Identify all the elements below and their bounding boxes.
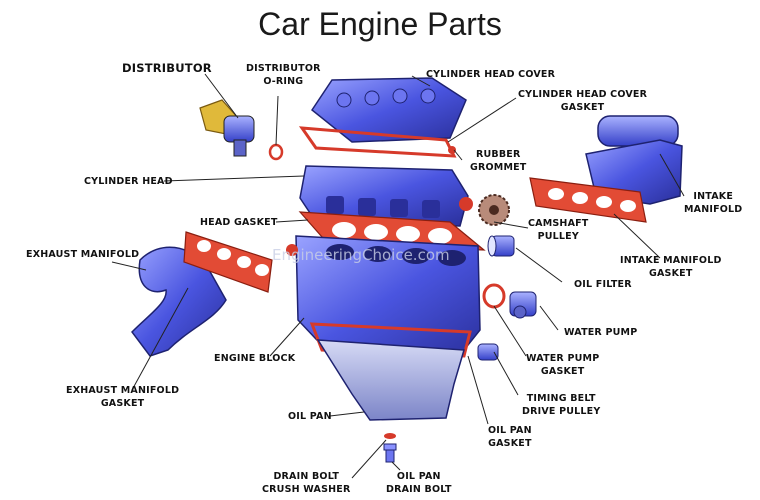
label-intake-manifold: INTAKE MANIFOLD <box>684 191 743 215</box>
exhaust-gasket-holes <box>197 240 269 276</box>
cylinder-head-cover-part <box>310 77 467 143</box>
timing-belt-drive-pulley-part <box>477 343 499 361</box>
label-oil-pan-drain-bolt: OIL PAN DRAIN BOLT <box>386 471 452 495</box>
cylinder-head-part <box>299 165 473 227</box>
label-water-pump-gasket: WATER PUMP GASKET <box>526 353 600 377</box>
label-camshaft-pulley: CAMSHAFT PULLEY <box>528 218 589 242</box>
cylinder-head-cover-gasket-part <box>298 126 457 158</box>
label-distributor: DISTRIBUTOR <box>122 61 212 75</box>
leader-lines <box>111 73 685 479</box>
head-gasket-holes <box>332 222 452 244</box>
distributor-part <box>199 99 255 157</box>
label-timing-belt-drive-pulley: TIMING BELT DRIVE PULLEY <box>522 393 601 417</box>
intake-gasket-holes <box>548 188 636 212</box>
label-exhaust-manifold-gasket: EXHAUST MANIFOLD GASKET <box>66 385 180 409</box>
label-water-pump: WATER PUMP <box>564 327 638 338</box>
label-oil-pan-gasket: OIL PAN GASKET <box>488 425 532 449</box>
label-drain-bolt-crush-washer: DRAIN BOLT CRUSH WASHER <box>262 471 351 495</box>
label-head-gasket: HEAD GASKET <box>200 217 278 228</box>
label-distributor-oring: DISTRIBUTOR O-RING <box>246 63 321 87</box>
diagram-title: Car Engine Parts <box>258 6 502 42</box>
label-intake-manifold-gasket: INTAKE MANIFOLD GASKET <box>620 255 722 279</box>
water-pump-gasket-part <box>482 283 506 309</box>
label-oil-filter: OIL FILTER <box>574 279 632 290</box>
label-cylinder-head-cover-gasket: CYLINDER HEAD COVER GASKET <box>518 89 648 113</box>
oil-pan-drain-bolt-part <box>383 443 397 463</box>
watermark-text: EngineeringChoice.com <box>272 246 450 264</box>
oil-pan-part <box>316 339 465 421</box>
distributor-oring-part <box>268 143 284 161</box>
drain-bolt-crush-washer-part <box>384 433 396 439</box>
label-engine-block: ENGINE BLOCK <box>214 353 296 364</box>
label-cylinder-head: CYLINDER HEAD <box>84 176 173 187</box>
oil-filter-part <box>487 235 515 257</box>
water-pump-part <box>509 291 537 319</box>
label-exhaust-manifold: EXHAUST MANIFOLD <box>26 249 140 260</box>
label-oil-pan: OIL PAN <box>288 411 332 422</box>
rubber-grommet-part <box>448 146 456 154</box>
label-rubber-grommet: RUBBER GROMMET <box>470 149 527 173</box>
camshaft-pulley-part <box>478 194 510 226</box>
label-cylinder-head-cover: CYLINDER HEAD COVER <box>426 69 556 80</box>
